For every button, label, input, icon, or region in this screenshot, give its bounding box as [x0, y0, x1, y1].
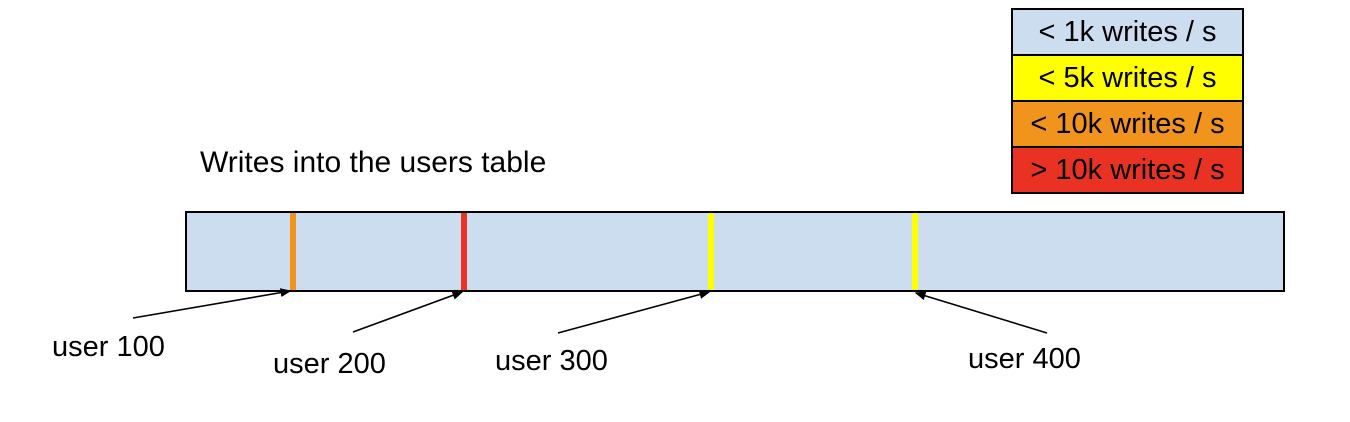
annotation-arrow — [352, 291, 464, 333]
annotation-arrow — [914, 291, 1048, 334]
label-user-300: user 300 — [495, 345, 608, 377]
users-table-bar — [185, 211, 1285, 292]
annotation-arrow — [132, 288, 292, 319]
legend-item-gt-10k: > 10k writes / s — [1011, 146, 1244, 194]
legend-item-lt-1k: < 1k writes / s — [1011, 8, 1244, 56]
legend-item-lt-5k: < 5k writes / s — [1011, 54, 1244, 102]
label-user-400: user 400 — [968, 343, 1081, 375]
diagram-title: Writes into the users table — [200, 146, 547, 179]
partition-marker-user-100 — [290, 213, 296, 290]
partition-marker-user-300 — [708, 213, 714, 290]
legend-item-lt-1k-label: < 1k writes / s — [1038, 15, 1217, 48]
partition-marker-user-200 — [461, 213, 467, 290]
legend-item-gt-10k-label: > 10k writes / s — [1030, 153, 1225, 186]
legend-item-lt-10k: < 10k writes / s — [1011, 100, 1244, 148]
legend-item-lt-5k-label: < 5k writes / s — [1038, 61, 1217, 94]
legend: < 1k writes / s < 5k writes / s < 10k wr… — [1011, 8, 1244, 194]
label-user-100: user 100 — [52, 331, 165, 363]
legend-item-lt-10k-label: < 10k writes / s — [1030, 107, 1225, 140]
label-user-200: user 200 — [273, 348, 386, 380]
partition-marker-user-400 — [912, 213, 918, 290]
annotation-arrow — [557, 290, 711, 334]
